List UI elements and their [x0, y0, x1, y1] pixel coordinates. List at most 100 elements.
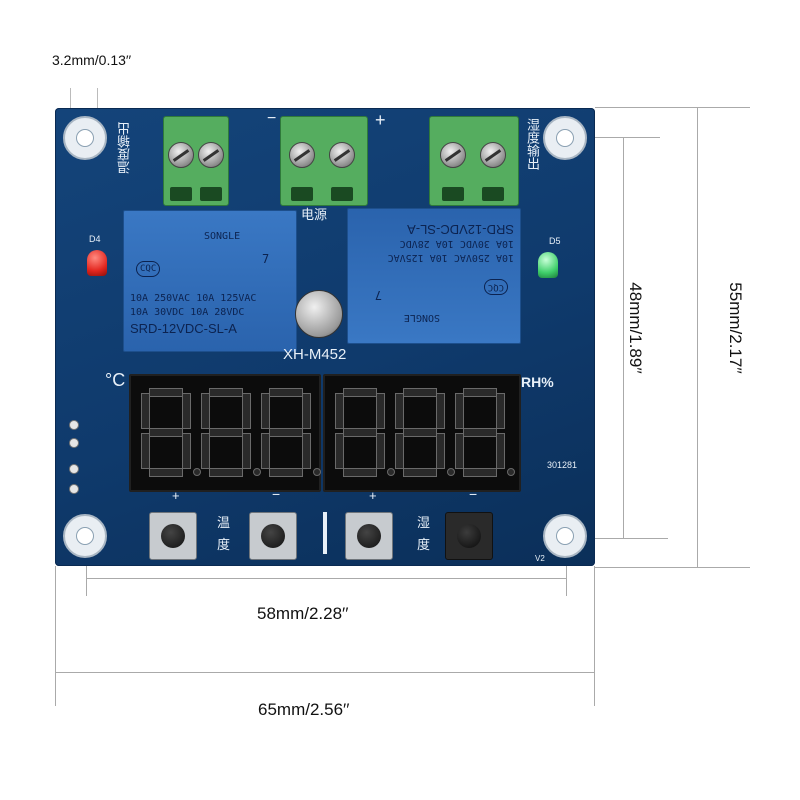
relay-right-rating-2: 10A 30VDC 10A 28VDC: [399, 238, 514, 249]
display-digit: [141, 388, 201, 478]
digit-segment: [376, 393, 385, 429]
terminal-slot: [291, 187, 313, 201]
temp-down-button[interactable]: [249, 512, 297, 560]
dim-48-top-tick: [560, 137, 660, 138]
dim-55-top-tick: [595, 107, 750, 108]
dim-48-label: 48mm/1.89′′: [626, 282, 645, 374]
left-terminal-label: 温度输出: [117, 122, 132, 174]
digit-segment: [403, 388, 437, 397]
capacitor-icon: [295, 290, 343, 338]
power-label: 电源: [301, 207, 328, 222]
digit-segment: [343, 428, 377, 437]
screw-icon: [440, 142, 466, 168]
model-label: XH-M452: [283, 346, 347, 363]
digit-segment: [149, 468, 183, 477]
btn1-plus-mark: +: [172, 488, 180, 503]
digit-segment: [463, 468, 497, 477]
screw-icon: [329, 142, 355, 168]
display-digit: [455, 388, 515, 478]
header-pin: [69, 464, 79, 474]
digit-dot: [387, 468, 395, 476]
relay-right: SONGLE CQC 7 10A 250VAC 10A 125VAC 10A 3…: [347, 208, 521, 344]
digit-segment: [463, 388, 497, 397]
digit-segment: [403, 428, 437, 437]
btn3-plus-mark: +: [369, 488, 377, 503]
digit-segment: [496, 393, 505, 429]
digit-dot: [507, 468, 515, 476]
digit-segment: [269, 428, 303, 437]
relay-right-rating-1: 10A 250VAC 10A 125VAC: [387, 252, 514, 263]
led-d5-label: D5: [549, 236, 561, 246]
led-d4-label: D4: [89, 234, 101, 244]
terminal-slot: [442, 187, 464, 201]
screw-icon: [480, 142, 506, 168]
celsius-label: °C: [105, 370, 126, 390]
relay-left: SONGLE CQC 7 10A 250VAC 10A 125VAC 10A 3…: [123, 210, 297, 352]
power-minus: −: [267, 110, 277, 127]
temp-label-char-2: 度: [217, 537, 231, 552]
dim-65-left-tick: [55, 566, 56, 706]
digit-segment: [182, 433, 191, 469]
digit-dot: [193, 468, 201, 476]
led-green-icon: [538, 252, 558, 278]
terminal-slot: [331, 187, 353, 201]
mounting-hole-bottom-right: [543, 514, 587, 558]
digit-segment: [242, 393, 251, 429]
display-digit: [395, 388, 455, 478]
digit-segment: [343, 388, 377, 397]
display-digit: [201, 388, 261, 478]
dim-55-label: 55mm/2.17′′: [726, 282, 745, 374]
relay-left-rating-2: 10A 30VDC 10A 28VDC: [130, 307, 245, 318]
display-digit: [335, 388, 395, 478]
humid-down-button[interactable]: [445, 512, 493, 560]
relay-right-seven: 7: [374, 288, 382, 302]
humidity-display: [323, 374, 521, 492]
btn2-minus-mark: −: [272, 486, 281, 502]
digit-segment: [141, 393, 150, 429]
screw-icon: [198, 142, 224, 168]
digit-segment: [141, 433, 150, 469]
relay-left-seven: 7: [262, 252, 270, 266]
digit-dot: [253, 468, 261, 476]
digit-segment: [302, 433, 311, 469]
digit-segment: [209, 428, 243, 437]
serial-label: 301281: [547, 460, 578, 470]
relay-left-cqc: CQC: [136, 261, 161, 277]
mounting-hole-bottom-left: [63, 514, 107, 558]
dim-55-line: [697, 107, 698, 567]
v2-label: V2: [535, 554, 545, 563]
led-red-icon: [87, 250, 107, 276]
digit-segment: [269, 468, 303, 477]
digit-segment: [455, 433, 464, 469]
dim-65-line: [55, 672, 595, 673]
digit-dot: [447, 468, 455, 476]
dim-65-right-tick: [594, 566, 595, 706]
humid-up-button[interactable]: [345, 512, 393, 560]
terminal-slot: [200, 187, 222, 201]
digit-segment: [201, 393, 210, 429]
dim-hole-label: 3.2mm/0.13′′: [52, 52, 132, 68]
dim-58-left-tick: [86, 540, 87, 596]
digit-segment: [376, 433, 385, 469]
terminal-slot: [170, 187, 192, 201]
digit-segment: [496, 433, 505, 469]
relay-left-rating-1: 10A 250VAC 10A 125VAC: [130, 293, 257, 304]
divider: [323, 512, 327, 554]
digit-segment: [209, 388, 243, 397]
terminal-slot: [482, 187, 504, 201]
humidity-label: RH%: [521, 374, 554, 390]
dim-58-label: 58mm/2.28′′: [257, 604, 349, 623]
header-pin: [69, 438, 79, 448]
digit-segment: [463, 428, 497, 437]
digit-segment: [455, 393, 464, 429]
digit-segment: [242, 433, 251, 469]
digit-dot: [313, 468, 321, 476]
temp-up-button[interactable]: [149, 512, 197, 560]
digit-segment: [335, 393, 344, 429]
digit-segment: [182, 393, 191, 429]
power-plus: +: [375, 110, 386, 130]
terminal-humidity-output: [429, 116, 519, 206]
humid-label-char-1: 湿: [417, 515, 431, 530]
dim-hole-line-right: [97, 88, 98, 122]
mounting-hole-top-right: [543, 116, 587, 160]
